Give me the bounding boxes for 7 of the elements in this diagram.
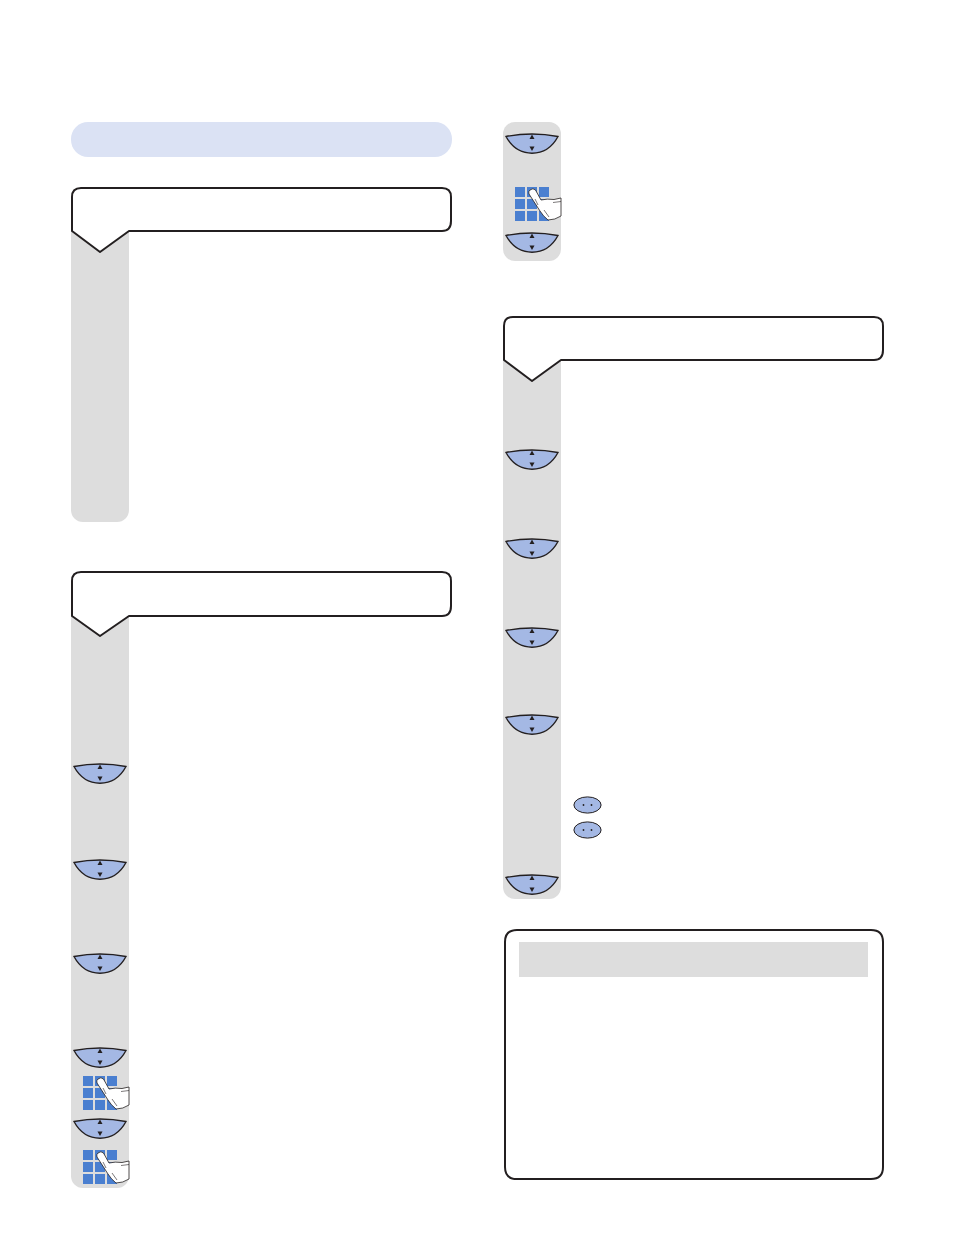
note-box — [504, 929, 884, 1180]
callout-box — [71, 571, 452, 637]
callout-box — [503, 316, 884, 382]
note-header-bar — [519, 942, 868, 977]
header-band — [71, 122, 452, 157]
callout-box — [71, 187, 452, 253]
side-strip — [71, 231, 129, 522]
